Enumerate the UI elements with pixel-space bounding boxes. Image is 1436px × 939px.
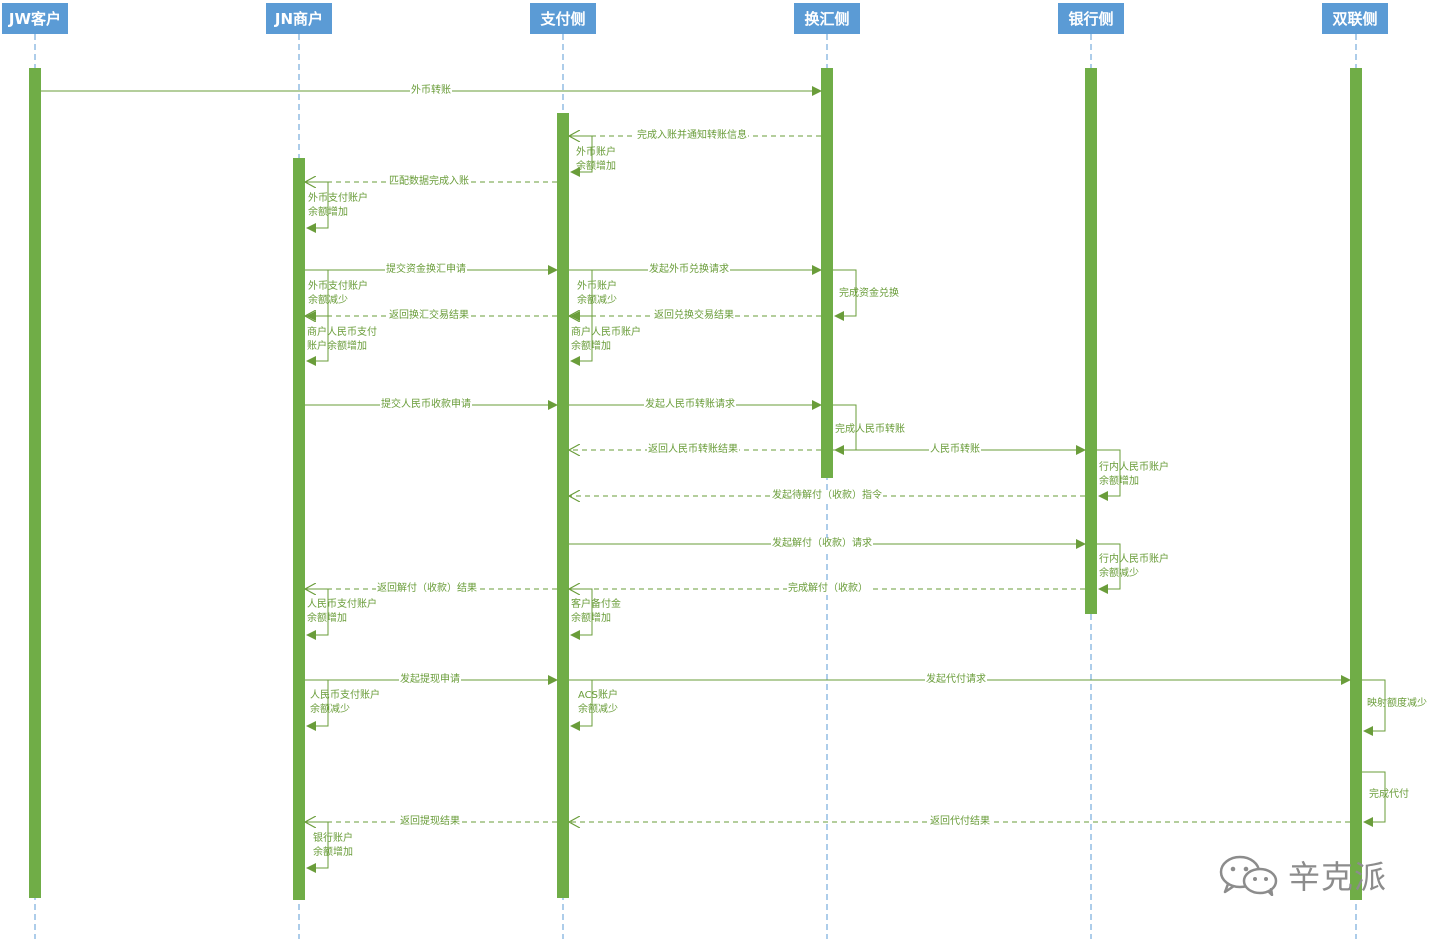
activation-bar-bank [1085, 68, 1097, 614]
message-label: 发起待解付（收款）指令 [771, 490, 883, 502]
message-label: 匹配数据完成入账 [388, 176, 470, 188]
self-message-loop-14 [569, 679, 593, 731]
self-note: 完成代付 [1369, 789, 1409, 800]
wechat-icon [1219, 855, 1278, 896]
self-message-loop-16 [1362, 771, 1386, 827]
message-label: 返回代付结果 [929, 816, 991, 828]
self-message-loop-9 [1097, 449, 1121, 501]
message-label: 提交人民币收款申请 [380, 399, 472, 411]
self-note: 外币账户余额增加 [576, 147, 616, 172]
self-note: 人民币支付账户余额减少 [310, 690, 380, 715]
message-label: 返回提现结果 [399, 816, 461, 828]
message-label: 返回换汇交易结果 [388, 310, 470, 322]
watermark: 辛克派 [1218, 852, 1398, 898]
self-note: 映射额度减少 [1367, 698, 1427, 709]
message-label: 发起代付请求 [925, 674, 987, 686]
self-note: 外币支付账户余额增加 [308, 193, 368, 218]
message-label: 发起人民币转账请求 [644, 399, 736, 411]
activation-bar-union [1350, 68, 1362, 900]
self-message-loop-7 [569, 315, 593, 366]
self-message-loop-10 [1097, 543, 1121, 594]
self-note: 商户人民币账户余额增加 [571, 327, 641, 352]
activation-bar-pay [557, 113, 569, 898]
participant-jw-customer: JW客户 [2, 3, 68, 34]
message-label: 返回人民币转账结果 [647, 444, 739, 456]
self-note: 客户备付金余额增加 [571, 599, 621, 624]
self-message-loop-6 [305, 315, 329, 366]
self-note: 外币支付账户余额减少 [308, 281, 368, 306]
message-label: 返回兑换交易结果 [653, 310, 735, 322]
self-note: 行内人民币账户余额减少 [1099, 554, 1169, 579]
message-label: 提交资金换汇申请 [385, 264, 467, 276]
participant-payment-side: 支付侧 [530, 3, 596, 34]
activation-bar-jn [293, 158, 305, 900]
participant-union-side: 双联侧 [1322, 3, 1388, 34]
self-message-loop-17 [305, 821, 329, 873]
self-message-loop-15 [1362, 679, 1386, 736]
watermark-text: 辛克派 [1288, 858, 1388, 896]
self-message-loop-8 [833, 404, 857, 455]
message-label: 发起提现申请 [399, 674, 461, 686]
participant-bank-side: 银行侧 [1058, 3, 1124, 34]
self-message-loop-12 [569, 588, 593, 640]
message-label: 外币转账 [410, 85, 452, 97]
activation-bar-fx [821, 68, 833, 478]
self-note: 完成资金兑换 [839, 288, 899, 299]
self-note: 外币账户余额减少 [577, 281, 617, 306]
participant-fx-side: 换汇侧 [794, 3, 860, 34]
message-label: 完成解付（收款） [787, 583, 869, 595]
message-label: 人民币转账 [929, 444, 981, 456]
self-note: 完成人民币转账 [835, 424, 905, 435]
message-label: 发起外币兑换请求 [648, 264, 730, 276]
self-note: ACS账户余额减少 [578, 690, 618, 715]
self-note: 人民币支付账户余额增加 [307, 599, 377, 624]
self-message-loop-1 [569, 135, 593, 177]
participant-jn-merchant: JN商户 [266, 3, 332, 34]
self-note: 商户人民币支付账户余额增加 [307, 327, 377, 352]
self-note: 银行账户余额增加 [313, 833, 353, 858]
self-message-loop-2 [305, 181, 329, 233]
message-label: 发起解付（收款）请求 [771, 538, 873, 550]
self-message-loop-11 [305, 588, 329, 640]
message-label: 完成入账并通知转账信息 [636, 130, 748, 142]
self-message-loop-13 [305, 679, 329, 731]
self-message-loop-5 [833, 269, 857, 321]
activation-bar-jw [29, 68, 41, 898]
self-note: 行内人民币账户余额增加 [1099, 462, 1169, 487]
message-label: 返回解付（收款）结果 [376, 583, 478, 595]
